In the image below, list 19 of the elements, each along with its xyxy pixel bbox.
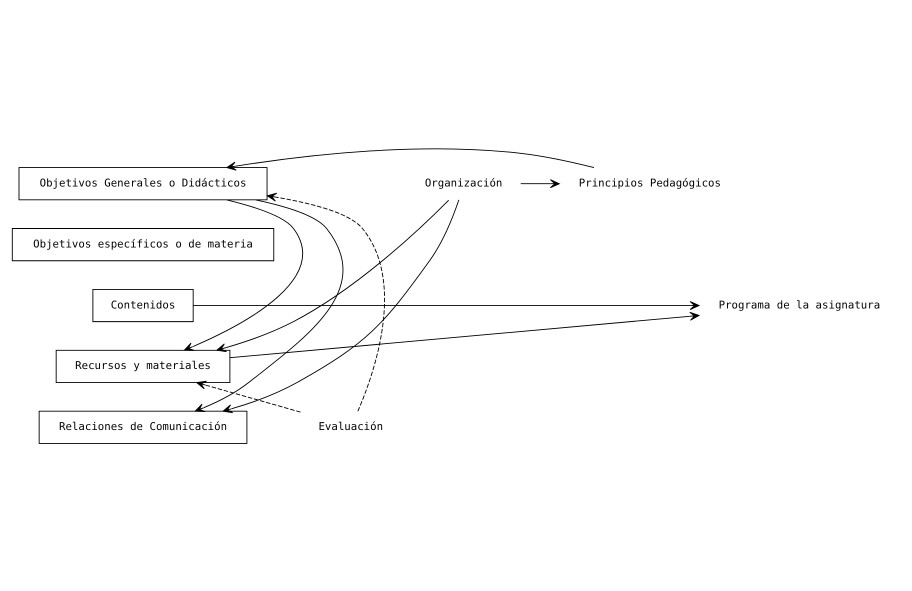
arrow [266,192,385,412]
node-box: Recursos y materiales [56,349,230,382]
node-text: Organización [424,176,502,190]
arrow [226,148,594,170]
node-box: Contenidos [92,288,194,322]
arrow [230,311,700,358]
arrow [216,199,450,352]
node-box: Relaciones de Comunicación [38,410,248,444]
arrow [192,300,700,310]
node-box: Objetivos Generales o Didácticos [18,166,268,200]
node-text: Evaluación [318,420,384,433]
arrow [184,198,304,350]
arrow [196,380,301,412]
node-box: Objetivos específicos o de materia [12,228,274,261]
arrow [222,198,460,413]
arrow [520,178,560,188]
node-text: Programa de la asignatura [718,298,880,311]
arrow [194,198,344,412]
node-text: Principios Pedagógicos [578,176,721,190]
